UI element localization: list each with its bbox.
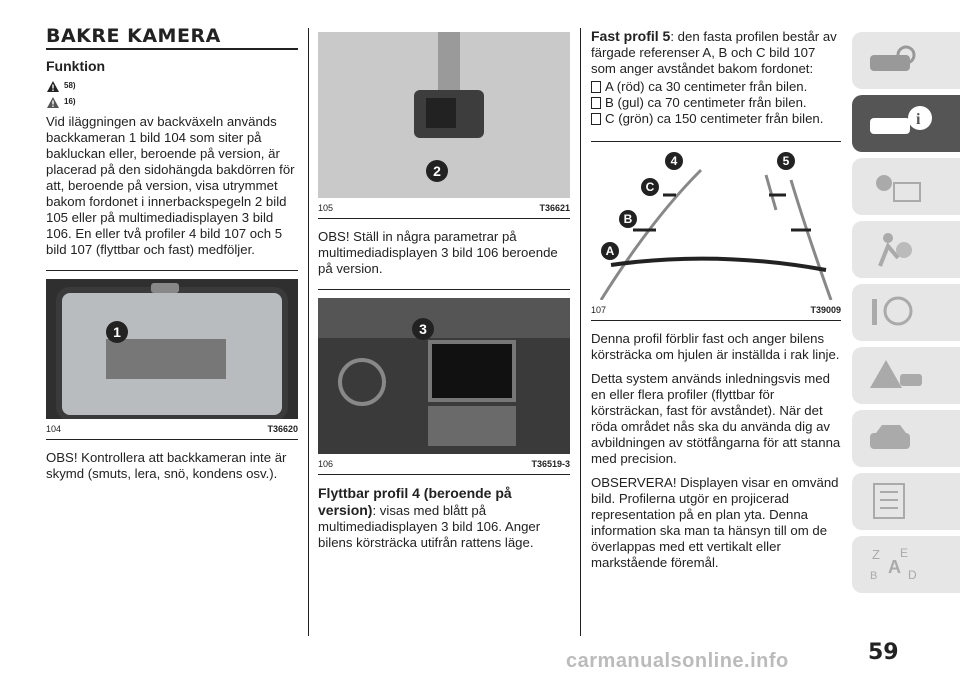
- tab-list[interactable]: [852, 473, 960, 530]
- guidelines-diagram: [599, 168, 833, 300]
- car-search-icon: [870, 45, 916, 71]
- section-subtitle: Funktion: [46, 58, 106, 74]
- figure-number: 104: [46, 424, 62, 434]
- figure-caption: 107 T39009: [591, 300, 841, 321]
- callout-3: 3: [412, 318, 434, 340]
- paragraph-note: OBS! Kontrollera att backkameran inte är…: [46, 450, 287, 481]
- column-divider: [308, 28, 309, 636]
- page-number: 59: [868, 640, 899, 665]
- tab-service[interactable]: [852, 410, 960, 467]
- figure-caption: 104 T36620: [46, 419, 298, 440]
- figure-107: 4 5 C B A 107 T39009: [591, 141, 841, 321]
- tab-car-info[interactable]: i: [852, 95, 960, 152]
- page-title: BAKRE KAMERA: [46, 27, 298, 50]
- car-breakdown-icon: [870, 360, 922, 388]
- note-ref-1: 16): [46, 94, 298, 110]
- figure-105: 2 105 T36621: [318, 32, 570, 219]
- section-text: : visas med blått på multimediadisplayen…: [318, 503, 541, 550]
- rear-door-photo: 1: [46, 279, 298, 419]
- label-5: 5: [777, 152, 795, 170]
- warning-ref-text: 58): [64, 81, 76, 90]
- tab-breakdown[interactable]: [852, 347, 960, 404]
- svg-text:B: B: [870, 570, 877, 582]
- svg-text:i: i: [916, 111, 921, 128]
- note-ref-text: 16): [64, 97, 76, 106]
- warning-light-icon: [876, 175, 921, 202]
- warning-triangle-icon: [47, 96, 59, 108]
- paragraph-3: OBSERVERA! Displayen visar en omvänd bil…: [591, 475, 839, 570]
- profile-diagram: 4 5 C B A: [591, 150, 841, 300]
- paragraph-obs: OBS! Ställ in några parametrar på multim…: [318, 229, 558, 276]
- car-service-icon: [870, 425, 910, 449]
- label-4: 4: [665, 152, 683, 170]
- figure-number: 107: [591, 305, 607, 315]
- paragraph-fast: Fast profil 5: den fasta profilen består…: [591, 28, 841, 77]
- figure-code: T39009: [810, 305, 841, 315]
- list-item-text: A (röd) ca 30 centimeter från bilen.: [605, 79, 808, 94]
- checkbox-bullet-icon: [591, 113, 601, 125]
- section-heading: Fast profil 5: [591, 28, 671, 44]
- tab-airbag[interactable]: [852, 221, 960, 278]
- paragraph-2: Detta system används inledningsvis med e…: [591, 371, 841, 466]
- figure-104: 1 104 T36620: [46, 270, 298, 440]
- figure-code: T36620: [267, 424, 298, 434]
- paragraph-1: Denna profil förblir fast och anger bile…: [591, 331, 840, 362]
- checkbox-bullet-icon: [591, 81, 601, 93]
- warning-ref-1: 58): [46, 78, 298, 94]
- tab-steering[interactable]: [852, 284, 960, 341]
- index-az-icon: Z EAB D: [870, 546, 917, 582]
- label-c: C: [641, 178, 659, 196]
- figure-code: T36519-3: [531, 459, 570, 469]
- column-3: Fast profil 5: den fasta profilen består…: [591, 28, 841, 579]
- list-icon: [873, 483, 905, 519]
- dashboard-photo: 3: [318, 298, 570, 454]
- paragraph-intro: Vid iläggningen av backväxeln används ba…: [46, 114, 295, 257]
- list-item-text: B (gul) ca 70 centimeter från bilen.: [605, 95, 807, 110]
- steering-tools-icon: [872, 296, 913, 326]
- warning-triangle-icon: [47, 80, 59, 92]
- figure-number: 105: [318, 203, 334, 213]
- svg-text:Z: Z: [872, 547, 880, 562]
- column-2: 2 105 T36621 OBS! Ställ in några paramet…: [318, 32, 570, 559]
- svg-text:E: E: [900, 546, 908, 560]
- figure-code: T36621: [539, 203, 570, 213]
- column-divider: [580, 28, 581, 636]
- section-heading: Flyttbar profil 4 (beroende på version): [318, 485, 512, 518]
- list-item: A (röd) ca 30 centimeter från bilen.: [591, 79, 841, 95]
- tab-car-search[interactable]: [852, 32, 960, 89]
- svg-text:A: A: [888, 557, 901, 577]
- watermark: carmanualsonline.info: [566, 650, 789, 672]
- car-info-icon: i: [870, 106, 932, 134]
- column-1: BAKRE KAMERA Funktion 58) 16) Vid iläggn…: [46, 27, 298, 490]
- callout-1: 1: [106, 321, 128, 343]
- callout-2: 2: [426, 160, 448, 182]
- svg-text:D: D: [908, 568, 917, 582]
- tab-warning-light[interactable]: [852, 158, 960, 215]
- label-a: A: [601, 242, 619, 260]
- section-text: : den fasta profilen består av färgade r…: [591, 29, 837, 76]
- checkbox-bullet-icon: [591, 97, 601, 109]
- mirror-photo: 2: [318, 32, 570, 198]
- list-item-text: C (grön) ca 150 centimeter från bilen.: [605, 111, 824, 126]
- list-item: B (gul) ca 70 centimeter från bilen.: [591, 95, 841, 111]
- paragraph-flyttbar: Flyttbar profil 4 (beroende på version):…: [318, 485, 570, 551]
- figure-number: 106: [318, 459, 334, 469]
- figure-caption: 105 T36621: [318, 198, 570, 219]
- list-item: C (grön) ca 150 centimeter från bilen.: [591, 111, 841, 127]
- figure-106: 3 106 T36519-3: [318, 289, 570, 475]
- airbag-person-icon: [878, 233, 912, 267]
- label-b: B: [619, 210, 637, 228]
- figure-caption: 106 T36519-3: [318, 454, 570, 475]
